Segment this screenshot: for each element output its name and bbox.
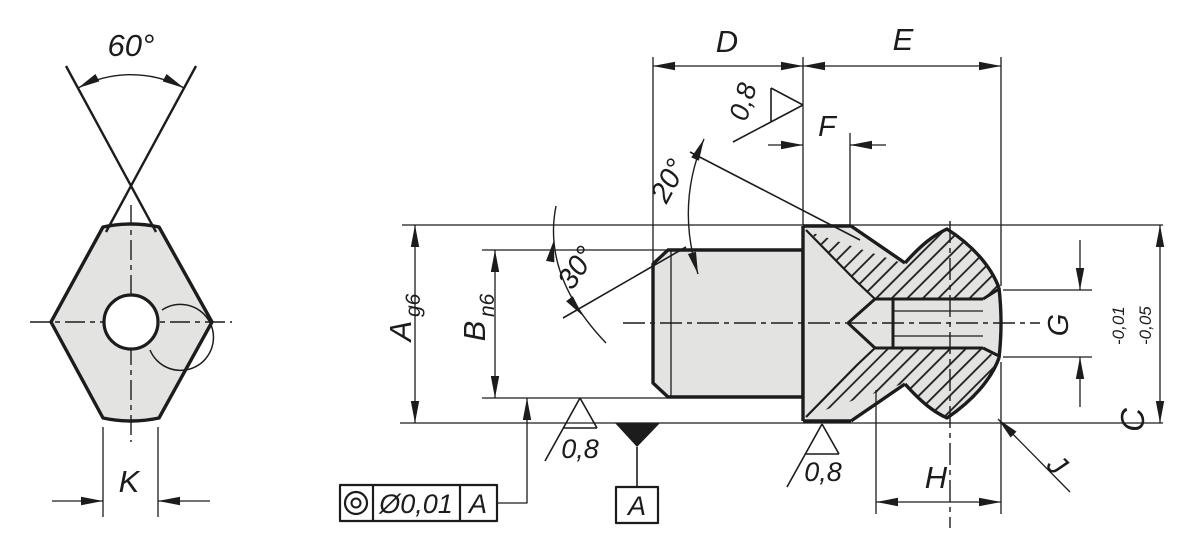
datum-feature-symbol: A [614, 423, 660, 525]
top-extension-lines [652, 57, 1002, 286]
hole-circle [102, 293, 160, 351]
datum-label: A [626, 491, 646, 521]
b-extension-lines [482, 249, 668, 399]
label-20deg: 20° [644, 154, 693, 209]
roughness-symbol-top: 0,8 [723, 80, 804, 143]
angle-20-line [689, 151, 861, 241]
label-b-n6: B n6 [457, 293, 499, 341]
svg-text:30°: 30° [551, 241, 602, 295]
angle-30-arc [552, 205, 607, 344]
label-a-g6: A g6 [383, 293, 425, 343]
roughness-symbol-collar: 0,8 [786, 423, 842, 488]
svg-text:20°: 20° [644, 154, 693, 209]
svg-text:J: J [1040, 448, 1074, 482]
svg-text:0,8: 0,8 [804, 457, 842, 487]
left-view: 60° K [30, 28, 232, 517]
fcf-tolerance-value: Ø0,01 [378, 489, 453, 519]
k-extension-lines [102, 427, 159, 517]
svg-text:G: G [1043, 314, 1075, 337]
svg-text:-0,05: -0,05 [1136, 306, 1155, 345]
label-g: G [1043, 314, 1075, 337]
thread-lines-bore [893, 310, 983, 337]
inner-cone-lines [805, 229, 876, 418]
right-view: D E F A g6 B n6 G [338, 22, 1165, 528]
roughness-symbol-shank: 0,8 [544, 397, 599, 464]
label-c-tolerance: C -0,01 -0,05 [1109, 306, 1155, 432]
label-j: J [1040, 448, 1074, 482]
svg-text:A: A [383, 321, 418, 344]
label-k: K [119, 464, 141, 499]
fcf-leader-line [497, 398, 528, 504]
label-d: D [716, 24, 738, 59]
h-extension-lines [875, 362, 1002, 514]
svg-text:C: C [1114, 407, 1151, 432]
label-30deg: 30° [551, 241, 602, 295]
svg-text:-0,01: -0,01 [1109, 306, 1128, 345]
angle-60-lines [64, 65, 198, 233]
svg-text:n6: n6 [476, 293, 499, 317]
concentricity-icon [343, 490, 369, 516]
datum-triangle [615, 423, 660, 447]
fcf-datum-ref: A [467, 489, 487, 519]
g-extension-lines [1003, 289, 1092, 358]
svg-text:B: B [457, 321, 492, 342]
svg-text:0,8: 0,8 [561, 434, 599, 464]
label-f: F [818, 111, 838, 143]
svg-text:g6: g6 [402, 293, 425, 317]
label-60deg: 60° [108, 28, 155, 63]
svg-text:0,8: 0,8 [723, 80, 762, 124]
label-h: H [925, 460, 948, 495]
angle-30-line [562, 246, 687, 319]
thread-arc [149, 303, 215, 372]
label-e: E [893, 22, 914, 57]
feature-control-frame: Ø0,01 A [338, 398, 532, 523]
